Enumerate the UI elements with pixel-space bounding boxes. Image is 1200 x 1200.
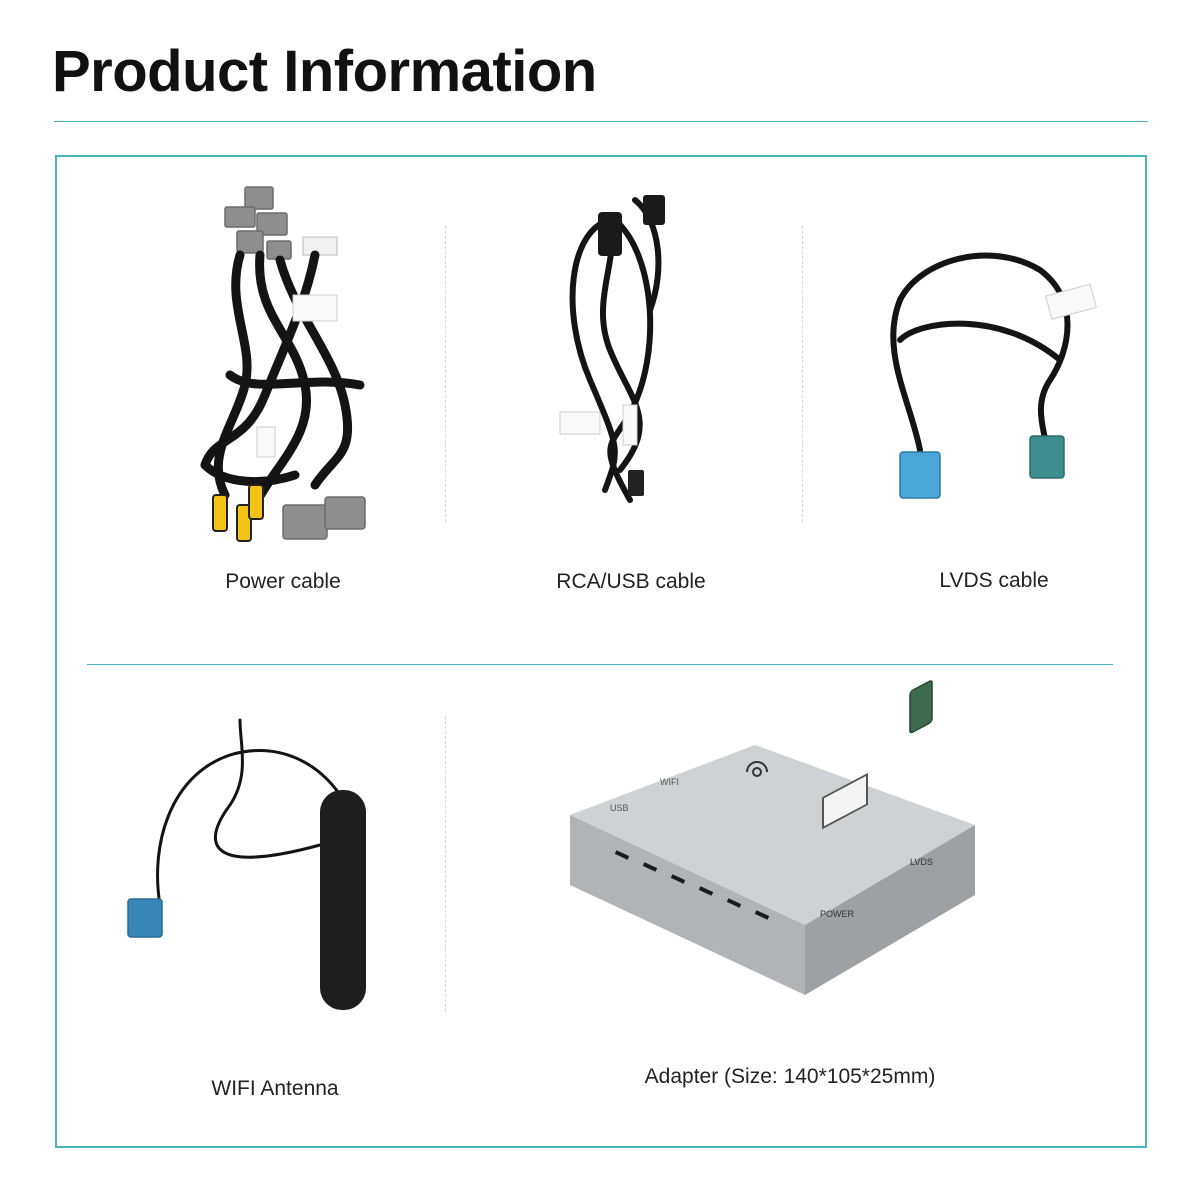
- adapter-power-label: POWER: [820, 909, 855, 919]
- row-divider: [87, 664, 1113, 665]
- adapter-image: USB WIFI LVDS POWER: [570, 680, 975, 995]
- lvds-cable-image: [890, 252, 1097, 499]
- page-title: Product Information: [52, 39, 597, 104]
- adapter-lvds-label: LVDS: [910, 857, 933, 867]
- power-cable-image: [200, 186, 366, 542]
- column-divider-3: [445, 716, 446, 1012]
- column-divider-2: [802, 226, 803, 522]
- column-divider-1: [445, 226, 446, 522]
- wifi-antenna-image: [127, 718, 366, 1010]
- rca-usb-cable-image: [559, 195, 665, 503]
- title-divider: [54, 121, 1148, 122]
- adapter-wifi-label: WIFI: [660, 777, 679, 787]
- power-cable-caption: Power cable: [225, 570, 341, 593]
- wifi-antenna-caption: WIFI Antenna: [211, 1077, 339, 1100]
- lvds-cable-caption: LVDS cable: [939, 569, 1049, 592]
- rca-usb-cable-caption: RCA/USB cable: [556, 570, 706, 593]
- adapter-usb-label: USB: [610, 803, 629, 813]
- adapter-caption: Adapter (Size: 140*105*25mm): [644, 1065, 936, 1088]
- product-frame: [55, 155, 1147, 1148]
